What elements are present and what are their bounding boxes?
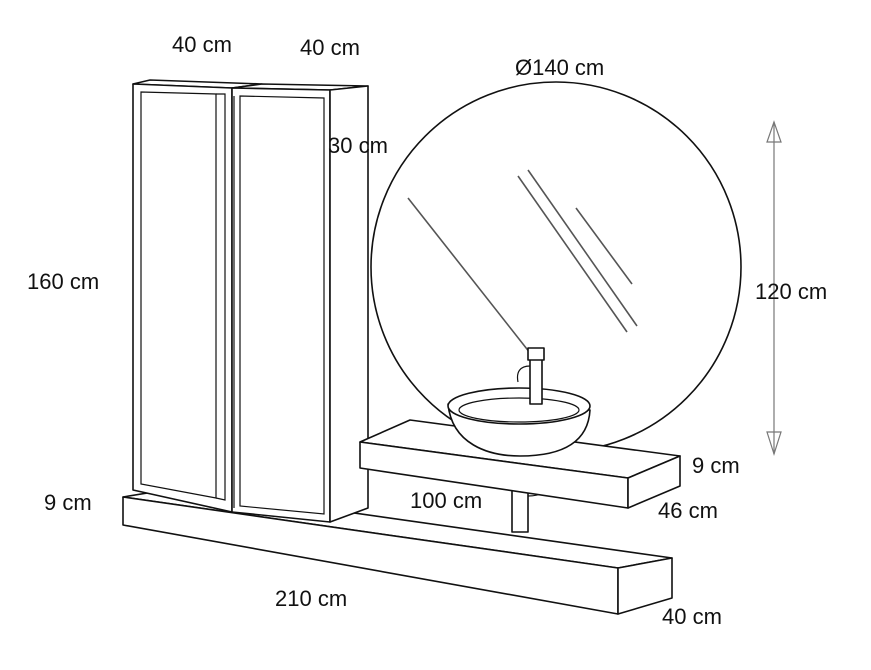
base-thickness-label: 9 cm [44, 490, 92, 515]
mirror-height-label: 120 cm [755, 279, 828, 304]
column-left-door-edge [215, 93, 226, 501]
base-side-face [617, 557, 673, 615]
mirror-glare-1 [407, 197, 535, 359]
sink-rim [447, 387, 591, 425]
height-arrow-top-head [766, 120, 782, 143]
column-depth-label: 30 cm [328, 133, 388, 158]
mirror-glare-4 [575, 207, 633, 285]
tall-column-left [132, 79, 263, 513]
mirror-glare-2 [517, 175, 628, 333]
vessel-sink [447, 387, 591, 457]
height-arrow [766, 120, 782, 456]
faucet-handle [527, 347, 545, 361]
shelf-depth-label: 46 cm [658, 498, 718, 523]
shelf-side-face [627, 455, 681, 509]
base-width-label: 210 cm [275, 586, 348, 611]
column-right-door [239, 95, 325, 515]
faucet-body [529, 355, 543, 405]
column-left-front [132, 83, 233, 513]
mirror-glare-3 [527, 169, 638, 327]
column-left-width-label: 40 cm [172, 32, 232, 57]
round-mirror [370, 81, 742, 453]
shelf-width-label: 100 cm [410, 488, 483, 513]
base-plinth [122, 487, 673, 615]
column-right-front [231, 87, 331, 523]
height-arrow-bottom-head [766, 431, 782, 456]
column-right-side [329, 85, 369, 523]
faucet [516, 347, 545, 405]
mirror-diameter-label: Ø140 cm [515, 55, 605, 80]
column-height-label: 160 cm [27, 269, 100, 294]
tall-column-right [231, 83, 369, 523]
faucet-spout [516, 365, 531, 383]
column-right-width-label: 40 cm [300, 35, 360, 60]
sink-inner-rim [458, 397, 580, 423]
drain-pipe [511, 481, 551, 533]
base-depth-label: 40 cm [662, 604, 722, 629]
shelf-thickness-label: 9 cm [692, 453, 740, 478]
